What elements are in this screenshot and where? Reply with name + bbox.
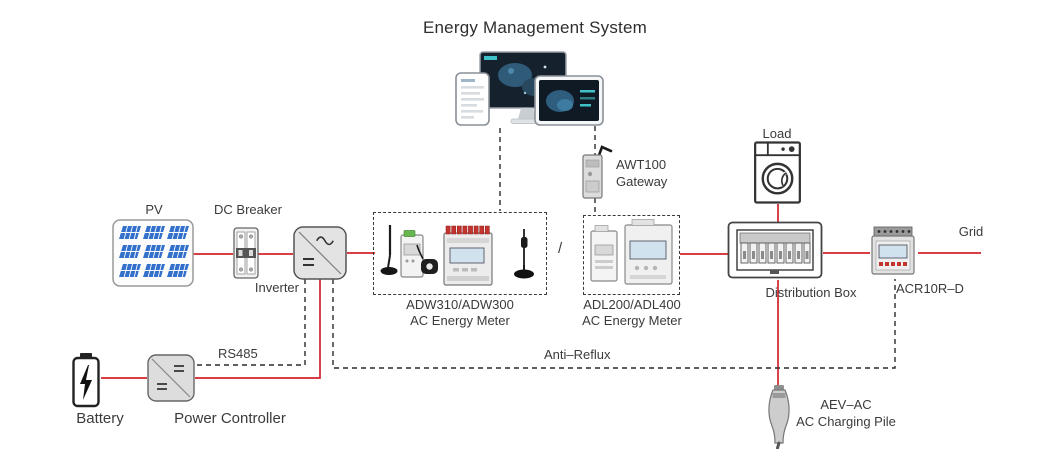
adl-meter-box	[583, 215, 680, 295]
anti-reflux-label: Anti–Reflux	[544, 347, 611, 362]
grid-label: Grid	[958, 224, 984, 239]
gateway-label: AWT100 Gateway	[616, 156, 667, 190]
acr-meter-label: ACR10R–D	[896, 281, 964, 296]
diagram-title: Energy Management System	[422, 18, 647, 37]
pv-icon	[112, 219, 194, 287]
adl-meter-label-line2: AC Energy Meter	[582, 312, 682, 328]
battery-icon	[71, 353, 101, 409]
meter-or-separator: /	[558, 240, 563, 257]
power-controller-icon	[147, 354, 195, 402]
power-controller-label: Power Controller	[174, 410, 286, 427]
charging-pile-label-line2: AC Charging Pile	[796, 414, 896, 429]
dc-breaker-label: DC Breaker	[214, 202, 282, 217]
ems-devices-icon	[453, 49, 605, 129]
adl-meter-label: ADL200/ADL400 AC Energy Meter	[570, 297, 694, 328]
charging-pile-icon	[763, 385, 795, 449]
charging-pile-label: AEV–AC AC Charging Pile	[789, 396, 903, 430]
adw-meter-label-line2: AC Energy Meter	[410, 312, 510, 328]
distribution-box-label: Distribution Box	[765, 285, 857, 300]
distribution-box-icon	[727, 221, 823, 281]
adl-meter-icon	[590, 219, 673, 285]
pv-label: PV	[145, 202, 163, 217]
signal-lines	[197, 126, 896, 369]
gateway-label-line2: Gateway	[616, 174, 668, 189]
adw-meter-label: ADW310/ADW300 AC Energy Meter	[373, 297, 547, 328]
dc-breaker-icon	[233, 227, 259, 279]
adl-meter-label-line1: ADL200/ADL400	[583, 297, 681, 312]
load-icon	[753, 141, 803, 205]
adw-meter-icon	[380, 225, 534, 286]
adw-meter-box	[373, 212, 547, 295]
gateway-label-line1: AWT100	[616, 157, 667, 172]
acr-meter-icon	[870, 225, 918, 279]
adw-meter-label-line1: ADW310/ADW300	[406, 297, 514, 312]
inverter-label: Inverter	[254, 280, 299, 295]
charging-pile-label-line1: AEV–AC	[820, 397, 872, 412]
battery-label: Battery	[76, 410, 124, 427]
rs485-label: RS485	[218, 346, 258, 361]
power-lines	[101, 204, 981, 389]
load-label: Load	[762, 126, 792, 141]
inverter-icon	[293, 226, 347, 280]
awt100-gateway-icon	[578, 141, 618, 203]
